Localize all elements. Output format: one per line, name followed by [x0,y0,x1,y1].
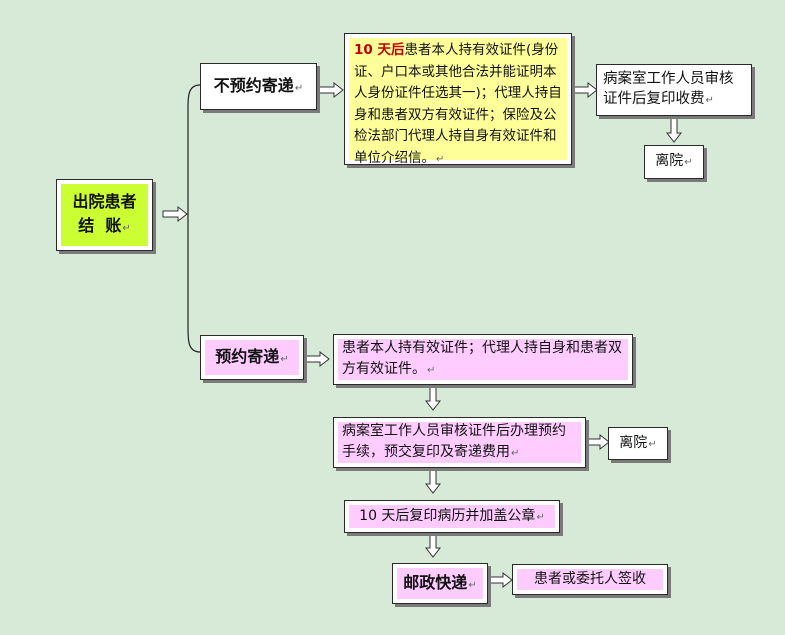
start-line1: 出院患者 [72,191,137,211]
no-appointment-review-box: 病案室工作人员审核证件后复印收费↵ [596,64,752,116]
appointment-documents-box: 患者本人持有效证件；代理人持自身和患者双方有效证件。↵ [333,334,633,385]
copy-records-box: 10 天后复印病历并加盖公章↵ [344,500,560,533]
no-appointment-box: 不预约寄递↵ [200,63,317,110]
no-appointment-label: 不预约寄递 [213,75,294,95]
arrow-copy-to-express [425,530,441,558]
appointment-label: 预约寄递 [215,346,280,366]
arrow-review-to-copy [425,466,441,494]
arrow-documents-to-review-2 [425,383,441,411]
express-box: 邮政快递↵ [392,563,488,604]
arrow-express-to-sign [487,572,513,588]
appointment-discharge-text: 离院 [619,434,648,451]
appointment-discharge-box: 离院↵ [608,427,668,460]
arrow-documents-to-review [572,82,598,98]
appointment-review-box: 病案室工作人员审核证件后办理预约手续，预交复印及寄递费用↵ [333,417,586,468]
no-appointment-discharge-text: 离院 [655,153,684,169]
no-appointment-review-text: 病案室工作人员审核证件后复印收费 [603,71,734,107]
appointment-documents-text: 患者本人持有效证件；代理人持自身和患者双方有效证件。 [342,340,622,377]
express-label: 邮政快递 [403,572,468,592]
no-appointment-documents-text: 患者本人持有效证件(身份证、户口本或其他合法并能证明本人身份证件任选其一)；代理… [354,42,562,166]
arrow-start-to-branches [162,206,188,222]
start-box: 出院患者 结 账↵ [56,179,153,251]
sign-box: 患者或委托人签收 [512,564,668,595]
no-appointment-discharge-box: 离院↵ [644,145,704,179]
appointment-review-text: 病案室工作人员审核证件后办理预约手续，预交复印及寄递费用 [342,423,566,460]
documents-days-highlight: 10 天后 [354,42,405,58]
arrow-review-to-discharge [666,115,682,143]
arrow-review-to-discharge-2 [584,434,610,450]
arrow-appt-to-documents [304,351,330,367]
start-line2: 结 账 [78,215,122,235]
appointment-box: 预约寄递↵ [200,335,304,380]
copy-records-text: 10 天后复印病历并加盖公章 [359,507,536,524]
branch-bracket-line [187,84,201,353]
arrow-no-appt-to-documents [318,82,344,98]
sign-text: 患者或委托人签收 [534,571,646,587]
no-appointment-documents-box: 10 天后患者本人持有效证件(身份证、户口本或其他合法并能证明本人身份证件任选其… [344,33,572,166]
